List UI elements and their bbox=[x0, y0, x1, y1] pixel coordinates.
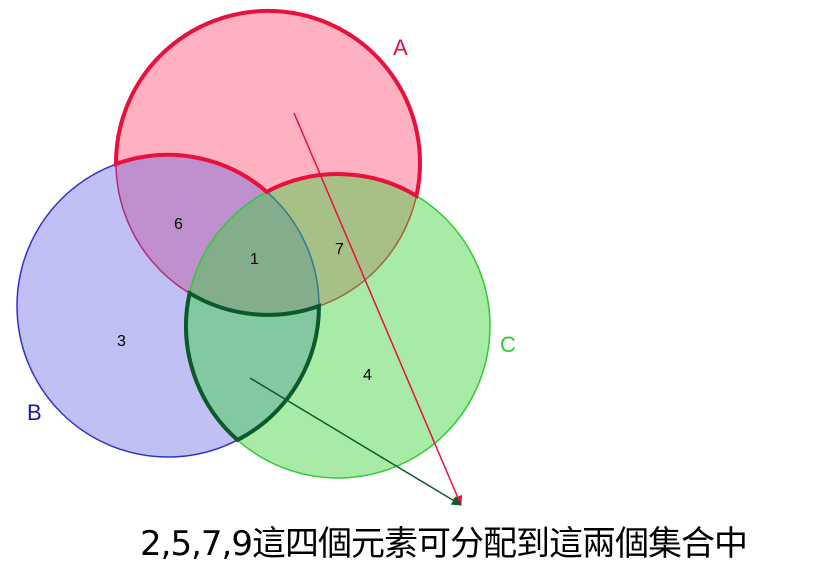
green-arrow bbox=[249, 377, 462, 506]
set-a-label: A bbox=[393, 35, 408, 60]
region-b-value: 3 bbox=[117, 333, 126, 350]
region-a-b-c-value: 1 bbox=[250, 251, 259, 268]
region-c-value: 4 bbox=[363, 367, 372, 384]
b-and-c-only-region-outline bbox=[184, 290, 322, 443]
red-arrow bbox=[293, 112, 463, 506]
caption-text: 2,5,7,9這四個元素可分配到這兩個集合中 bbox=[140, 524, 748, 564]
set-c-label: C bbox=[500, 332, 516, 357]
region-a-c-value: 7 bbox=[335, 241, 344, 258]
region-a-b-value: 6 bbox=[174, 216, 183, 233]
a-only-region-outline bbox=[113, 8, 422, 199]
set-b-label: B bbox=[27, 400, 42, 425]
